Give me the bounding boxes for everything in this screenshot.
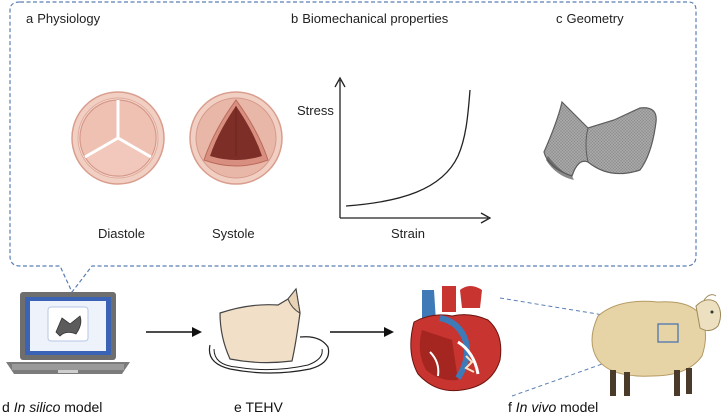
panel-a-title: Physiology xyxy=(37,11,101,26)
systole-label: Systole xyxy=(212,226,255,241)
sheep-heart-zoom-box xyxy=(657,323,679,343)
y-axis-arrow-icon xyxy=(334,76,346,88)
panel-d-label: d In silico model xyxy=(2,399,102,415)
arrow-icon xyxy=(330,327,394,337)
panel-d-title-rest: model xyxy=(64,399,103,415)
panel-e-letter: e xyxy=(234,399,242,415)
stress-strain-curve xyxy=(345,89,471,207)
panel-b-letter: b xyxy=(291,11,299,26)
stress-strain-plot xyxy=(334,76,492,224)
panel-f-label: f In vivo model xyxy=(508,399,598,415)
panel-c-letter: c xyxy=(556,11,563,26)
geometry-leaflet-illustration xyxy=(543,100,657,180)
panel-f-title-italic: In vivo xyxy=(515,399,557,415)
x-axis-label: Strain xyxy=(391,226,425,241)
y-axis-label: Stress xyxy=(297,103,334,118)
panel-f-title-rest: model xyxy=(560,399,599,415)
panel-a-letter: a xyxy=(26,11,34,26)
tehv-illustration xyxy=(208,287,330,374)
panel-e-label: e TEHV xyxy=(234,399,283,415)
panel-e-title: TEHV xyxy=(245,399,283,415)
panel-d-title-italic: In silico xyxy=(13,399,61,415)
systole-valve-illustration xyxy=(189,91,283,185)
panel-c-title: Geometry xyxy=(566,11,624,26)
laptop-illustration xyxy=(6,292,130,374)
diastole-label: Diastole xyxy=(98,226,145,241)
panel-b-title: Biomechanical properties xyxy=(302,11,449,26)
diastole-valve-illustration xyxy=(71,91,165,185)
panel-f-letter: f xyxy=(508,399,512,415)
sheep-illustration xyxy=(591,294,722,396)
arrow-icon xyxy=(146,327,202,337)
heart-illustration xyxy=(410,286,502,392)
x-axis-arrow-icon xyxy=(480,212,492,224)
panel-d-letter: d xyxy=(2,399,10,415)
